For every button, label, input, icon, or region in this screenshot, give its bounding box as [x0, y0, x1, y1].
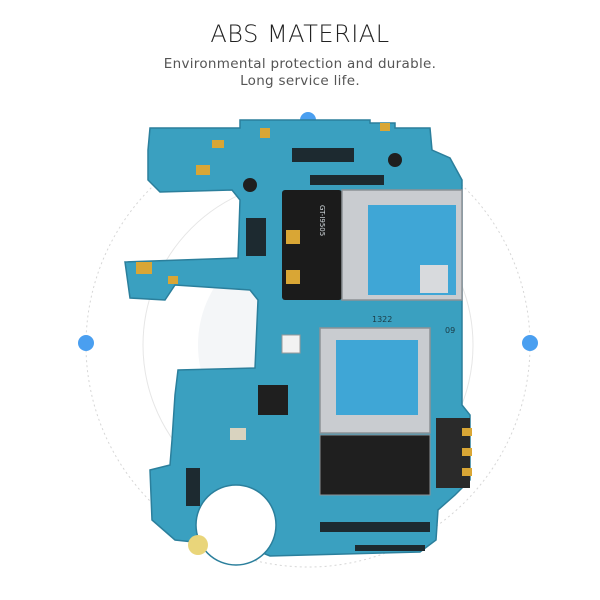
rev-marking: 09 [445, 326, 455, 335]
subtitle-line-1: Environmental protection and durable. [163, 56, 437, 72]
code-marking: 1322 [372, 315, 392, 324]
page-title: ABS MATERIAL [210, 20, 390, 48]
bottom-connector [320, 522, 430, 532]
main-shield [319, 434, 431, 496]
top-connector [292, 148, 354, 162]
accent-dot-left [78, 335, 94, 351]
accent-dot-right [522, 335, 538, 351]
model-marking: GT-I9505 [318, 205, 326, 236]
led-component [281, 334, 301, 354]
camera-cutout [195, 484, 277, 566]
subtitle-line-2: Long service life. [240, 73, 360, 89]
